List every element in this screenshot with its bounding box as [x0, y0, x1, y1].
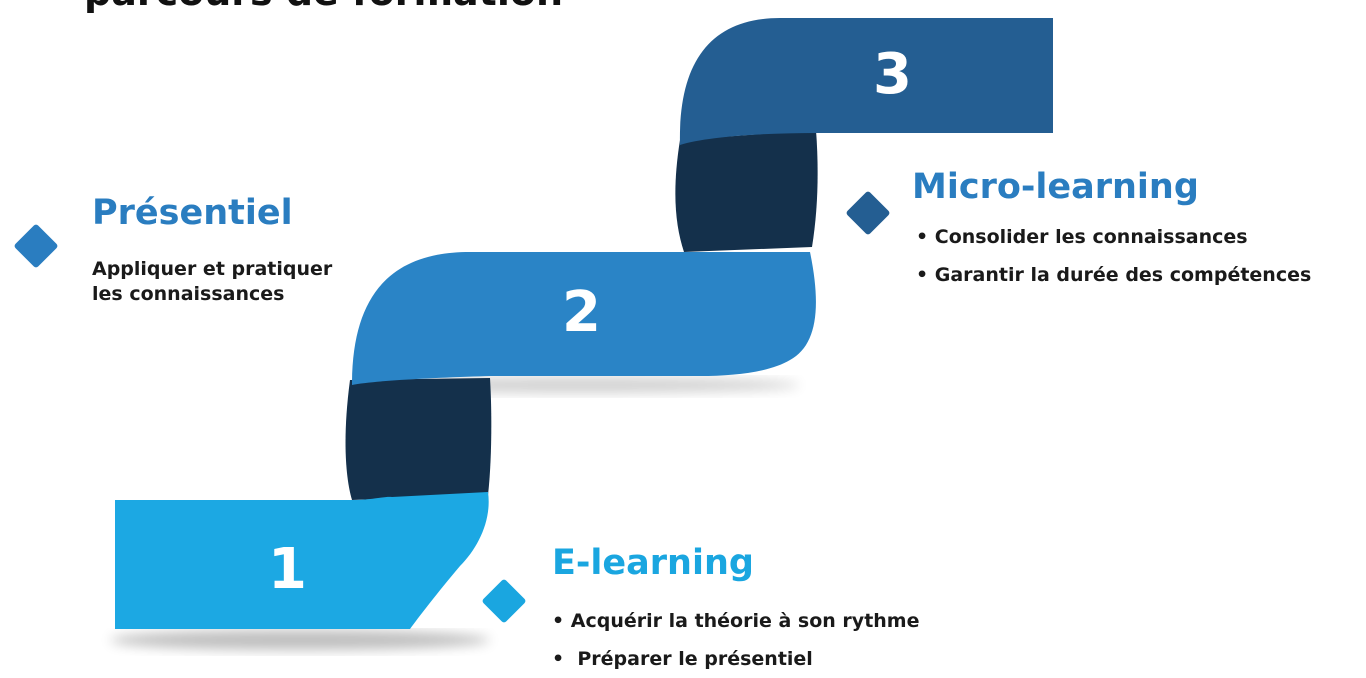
- step-1-number: 1: [268, 537, 307, 602]
- band-step-3: [679, 18, 1053, 145]
- micro-learning-bullet-1: Consolider les connaissances: [916, 218, 1311, 256]
- step-2-number: 2: [562, 280, 601, 345]
- step-3-number: 3: [873, 42, 912, 107]
- presentiel-description: Appliquer et pratiquer les connaissances: [92, 257, 332, 306]
- e-learning-bullet-2: Préparer le présentiel: [552, 640, 919, 678]
- fold-2: [675, 130, 818, 252]
- band-step-1: [115, 492, 489, 629]
- fold-1: [345, 378, 492, 500]
- e-learning-bullet-1: Acquérir la théorie à son rythme: [552, 602, 920, 640]
- presentiel-description-line-2: les connaissances: [92, 282, 285, 305]
- presentiel-title: Présentiel: [92, 193, 293, 233]
- micro-learning-title: Micro-learning: [912, 167, 1199, 207]
- presentiel-description-line-1: Appliquer et pratiquer: [92, 258, 333, 280]
- micro-learning-bullet-2: Garantir la durée des compétences: [916, 256, 1312, 294]
- band-1-shadow: [110, 630, 490, 650]
- e-learning-title: E-learning: [552, 543, 754, 583]
- band-step-2: [352, 252, 816, 385]
- micro-learning-bullets: Consolider les connaissances Garantir la…: [916, 218, 1312, 294]
- top-cut-text: parcours de formation: [84, 0, 563, 14]
- e-learning-bullets: Acquérir la théorie à son rythme Prépare…: [552, 602, 920, 678]
